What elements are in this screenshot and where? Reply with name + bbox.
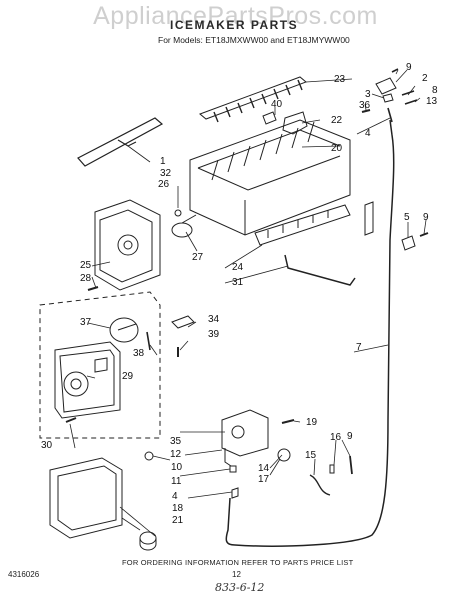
callout-35: 35 — [170, 436, 182, 447]
part-coupler-27 — [171, 214, 197, 238]
part-bail-arm-31 — [284, 254, 356, 286]
part-fitting-4b — [231, 487, 239, 499]
callout-21: 21 — [172, 515, 184, 526]
part-screw-9c — [349, 455, 353, 475]
part-switch-34 — [171, 315, 195, 329]
part-fitting-13 — [404, 99, 418, 105]
part-module-29 — [54, 341, 121, 419]
callout-27: 27 — [192, 252, 204, 263]
callout-24: 24 — [232, 262, 244, 273]
document-code: 4316026 — [8, 570, 40, 579]
part-26 — [174, 209, 182, 217]
part-screw-9b — [419, 232, 429, 237]
callout-10: 10 — [171, 462, 183, 473]
callout-14: 14 — [258, 463, 270, 474]
part-screw-36 — [361, 109, 371, 113]
callout-22: 22 — [331, 115, 343, 126]
part-knob-21 — [139, 531, 157, 551]
callout-23: 23 — [334, 74, 346, 85]
callout-37: 37 — [80, 317, 92, 328]
callout-29: 29 — [122, 371, 134, 382]
callout-40: 40 — [271, 99, 283, 110]
callout-4: 4 — [365, 128, 371, 139]
callout-36: 36 — [359, 100, 371, 111]
part-grommet-12 — [144, 451, 154, 461]
callout-30: 30 — [41, 440, 53, 451]
part-clip-40 — [262, 111, 277, 125]
callout-12: 12 — [170, 449, 182, 460]
part-ice-mold-20 — [189, 119, 351, 236]
part-screw-19 — [281, 419, 295, 424]
callout-15: 15 — [305, 450, 317, 461]
callout-13: 13 — [426, 96, 438, 107]
callout-7: 7 — [356, 342, 362, 353]
model-subtitle: For Models: ET18JMXWW00 and ET18JMYWW00 — [158, 35, 350, 45]
part-bracket-right — [364, 201, 374, 236]
callout-2: 2 — [422, 73, 428, 84]
callout-9-right: 9 — [423, 212, 429, 223]
part-screw-28 — [87, 286, 99, 291]
part-water-valve-10 — [221, 409, 269, 467]
callout-26: 26 — [158, 179, 170, 190]
callout-38: 38 — [133, 348, 145, 359]
callout-17: 17 — [258, 474, 270, 485]
dashed-assembly-box — [39, 291, 161, 439]
handwritten-code: 833-6-12 — [215, 581, 265, 594]
callout-4-lower: 4 — [172, 491, 178, 502]
part-screw-38 — [146, 331, 151, 351]
callout-9: 9 — [406, 62, 412, 73]
part-bracket-32 — [77, 117, 164, 167]
part-fill-tube-7 — [225, 119, 395, 547]
callout-34: 34 — [208, 314, 220, 325]
part-clip-5 — [401, 235, 416, 251]
part-motor-37 — [109, 317, 139, 343]
callout-9-lower: 9 — [347, 431, 353, 442]
part-housing-25 — [94, 199, 161, 291]
callout-18: 18 — [172, 503, 184, 514]
callout-28: 28 — [80, 273, 92, 284]
watermark-text: AppliancePartsPros.com — [93, 2, 378, 30]
part-screw-9 — [391, 68, 399, 73]
callout-32: 32 — [160, 168, 172, 179]
callout-11: 11 — [171, 476, 182, 487]
part-ejector-23 — [199, 76, 307, 123]
callout-25: 25 — [80, 260, 92, 271]
part-cover-18 — [49, 457, 123, 539]
callout-20: 20 — [331, 143, 343, 154]
callout-5: 5 — [404, 212, 410, 223]
callout-31: 31 — [232, 277, 244, 288]
part-shield-24 — [254, 204, 351, 246]
callout-1: 1 — [160, 156, 166, 167]
part-clip-8 — [401, 90, 415, 96]
callout-39: 39 — [208, 329, 220, 340]
part-fitting-3 — [382, 93, 394, 103]
part-nut-14 — [277, 448, 291, 462]
part-screw-30 — [65, 417, 77, 423]
diagram-title: ICEMAKER PARTS — [170, 18, 299, 32]
callout-19: 19 — [306, 417, 318, 428]
callout-16: 16 — [330, 432, 342, 443]
part-fitting-4 — [387, 107, 393, 123]
ordering-note: FOR ORDERING INFORMATION REFER TO PARTS … — [122, 558, 354, 567]
callout-8: 8 — [432, 85, 438, 96]
part-nut-11 — [229, 465, 237, 473]
page-number: 12 — [232, 570, 241, 579]
callout-3: 3 — [365, 89, 371, 100]
part-tube-fitting-2 — [375, 77, 397, 95]
part-clamp-16 — [329, 464, 335, 474]
part-tube-15 — [309, 474, 331, 496]
